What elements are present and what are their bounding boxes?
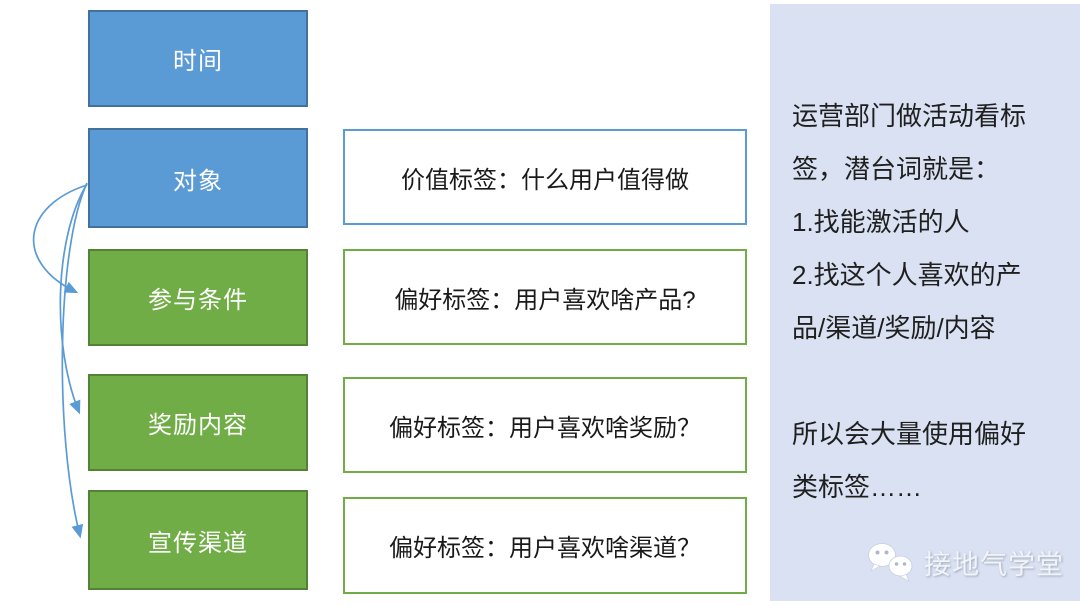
stage-box-reward: 奖励内容 (88, 374, 308, 471)
stage-box-channel: 宣传渠道 (88, 490, 308, 590)
tag-label: 价值标签：什么用户值得做 (401, 166, 689, 194)
arrow-to-xuanchuan (61, 182, 88, 539)
note-line: 1.找能激活的人 (792, 207, 970, 237)
tag-box-pref-reward: 偏好标签：用户喜欢啥奖励？ (343, 377, 747, 473)
tag-label: 偏好标签：用户喜欢啥渠道？ (389, 535, 701, 562)
note-line: 类标签…… (792, 472, 923, 502)
tag-box-pref-channel: 偏好标签：用户喜欢啥渠道？ (343, 497, 747, 594)
stage-box-time: 时间 (88, 10, 308, 107)
note-line: 2.找这个人喜欢的产 (792, 260, 1022, 290)
tag-box-value: 价值标签：什么用户值得做 (343, 129, 747, 225)
wechat-icon (867, 541, 917, 583)
note-panel: 运营部门做活动看标 签，潜台词就是： 1.找能激活的人 2.找这个人喜欢的产 品… (770, 4, 1080, 601)
tag-label: 偏好标签：用户喜欢啥产品? (394, 286, 696, 314)
tag-box-pref-product: 偏好标签：用户喜欢啥产品? (343, 249, 747, 345)
stage-label: 时间 (173, 48, 223, 75)
arrow-to-canyu (32, 184, 88, 294)
stage-box-object: 对象 (88, 128, 308, 228)
stage-label: 对象 (173, 167, 223, 195)
stage-label: 奖励内容 (148, 412, 248, 439)
note-line: 品/渠道/奖励/内容 (792, 313, 996, 343)
watermark-label: 接地气学堂 (924, 549, 1064, 580)
watermark: 接地气学堂 (867, 541, 1064, 583)
tag-label: 偏好标签：用户喜欢啥奖励？ (389, 414, 701, 442)
stage-label: 参与条件 (148, 287, 248, 314)
note-line: 签，潜台词就是： (792, 154, 1001, 184)
stage-box-condition: 参与条件 (88, 249, 308, 346)
note-line: 运营部门做活动看标 (792, 101, 1027, 131)
arrow-to-jiangli (59, 183, 88, 415)
flow-arrows (32, 182, 88, 539)
stage-label: 宣传渠道 (148, 529, 248, 557)
note-line: 所以会大量使用偏好 (792, 419, 1027, 449)
